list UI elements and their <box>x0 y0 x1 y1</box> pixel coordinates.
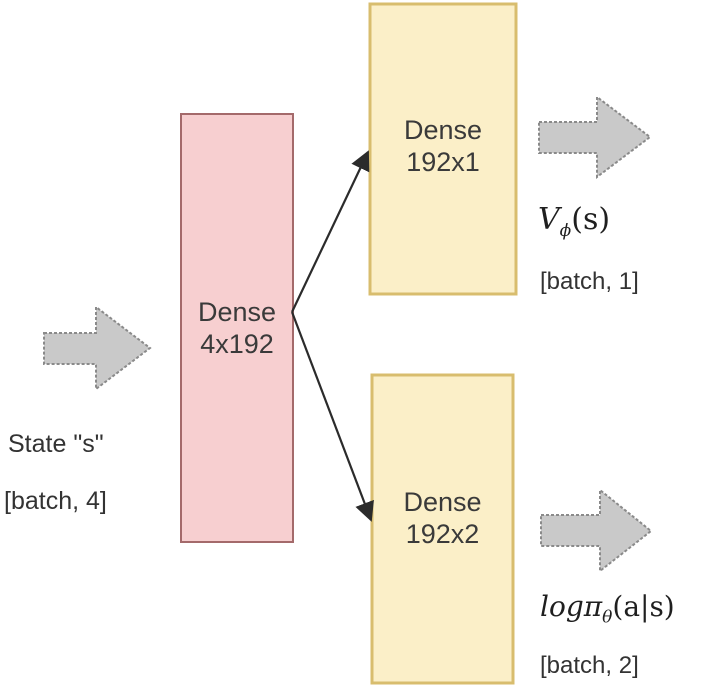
policy-prefix: logπ <box>540 590 603 623</box>
input-shape-label: [batch, 4] <box>4 487 107 515</box>
dense-main-size: 4x192 <box>200 329 274 359</box>
policy-subscript: θ <box>602 607 613 628</box>
connector-to-value-head <box>291 150 370 313</box>
connector-to-policy-head <box>290 311 374 522</box>
value-output-formula: Vϕ(s) <box>538 202 610 241</box>
input-block-arrow <box>43 304 152 392</box>
policy-output-shape: [batch, 2] <box>540 652 639 679</box>
dense-layer-value-head: Dense 192x1 <box>370 4 516 294</box>
dense-value-size: 192x1 <box>406 147 480 177</box>
input-state-label: State "s" <box>8 430 104 458</box>
dense-policy-rect <box>370 373 515 685</box>
policy-output-block-arrow <box>540 487 653 574</box>
value-output-block-arrow <box>538 94 652 180</box>
dense-layer-main: Dense 4x192 <box>181 114 293 542</box>
dense-policy-size: 192x2 <box>405 519 480 549</box>
value-symbol: V <box>538 202 560 237</box>
policy-output-formula: logπθ(a|s) <box>540 590 675 628</box>
value-argument: (s) <box>571 202 611 237</box>
dense-layer-policy-head: Dense 192x2 <box>372 375 513 683</box>
value-subscript: ϕ <box>559 221 572 241</box>
dense-main-name: Dense <box>197 297 277 327</box>
policy-argument: (a|s) <box>612 590 675 623</box>
dense-value-name: Dense <box>403 115 483 145</box>
dense-value-rect <box>368 2 518 296</box>
dense-main-rect <box>180 113 294 543</box>
value-output-shape: [batch, 1] <box>540 268 639 295</box>
dense-policy-name: Dense <box>403 487 482 517</box>
